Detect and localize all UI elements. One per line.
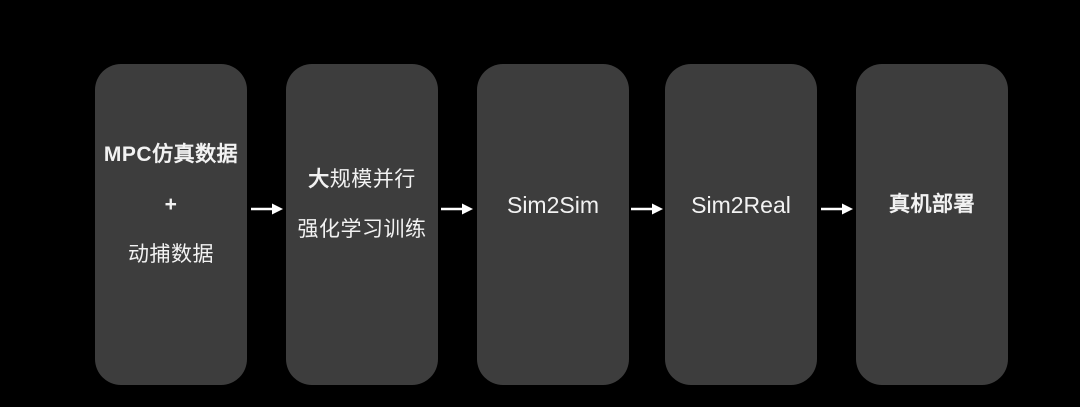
stage-label-group: 真机部署 [856,44,1008,365]
stage-label-line: Sim2Sim [506,191,599,218]
stage-box-real-robot-deployment: 真机部署 [856,64,1008,385]
stage-box-sim2real: Sim2Real [665,64,817,385]
stage-box-sim2sim: Sim2Sim [477,64,629,385]
stage-label-bold-prefix: 大 [308,167,330,191]
flow-arrow-icon [440,202,474,216]
flow-arrow-icon [630,202,664,216]
stage-label-line: 动捕数据 [128,242,214,266]
flow-arrow-icon [250,202,284,216]
plus-separator: + [164,192,178,216]
stage-label-line: MPC仿真数据 [103,142,239,166]
stage-label-group: Sim2Real [665,44,817,365]
stage-label-line: Sim2Real [691,191,791,218]
stage-label-group: 大规模并行 强化学习训练 [286,44,438,365]
stage-box-massive-parallel-rl-training: 大规模并行 强化学习训练 [286,64,438,385]
stage-label-line: 大规模并行 [308,165,416,195]
flow-arrow-icon [820,202,854,216]
stage-box-mpc-and-mocap-data: MPC仿真数据 + 动捕数据 [95,64,247,385]
stage-label-line: 真机部署 [889,192,975,216]
stage-label-group: MPC仿真数据 + 动捕数据 [95,44,247,365]
stage-label-rest: 规模并行 [329,167,416,191]
stage-label-line: 强化学习训练 [297,217,427,241]
stage-label-group: Sim2Sim [477,44,629,365]
